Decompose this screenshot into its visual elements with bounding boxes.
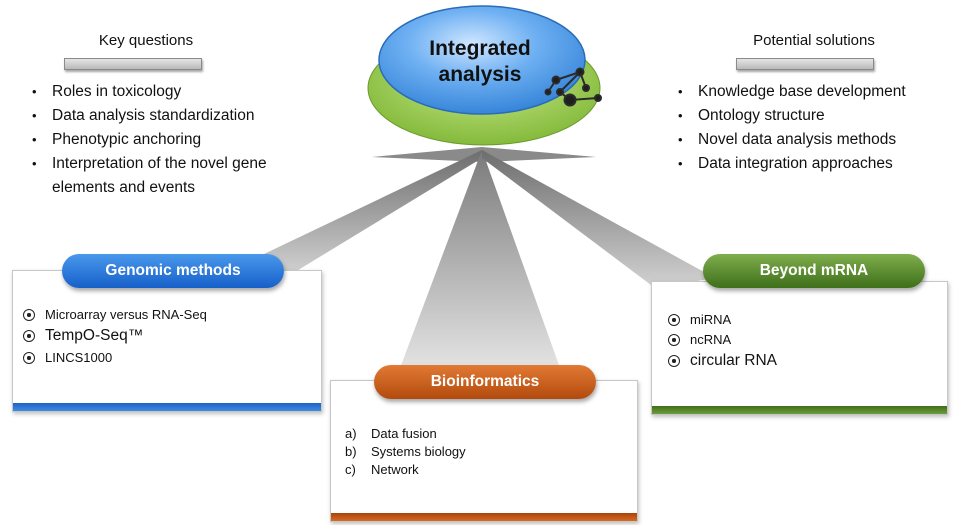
circled-dot-icon [23, 309, 35, 321]
key-questions-divider [64, 58, 202, 70]
beyond-mrna-title: Beyond mRNA [703, 254, 925, 288]
list-item-label: LINCS1000 [45, 350, 113, 365]
list-item: Data integration approaches [676, 152, 954, 176]
list-item: Phenotypic anchoring [30, 128, 320, 152]
list-item: Data analysis standardization [30, 104, 320, 128]
circled-dot-icon [23, 352, 35, 364]
molecule-network-icon [544, 67, 602, 107]
genomic-methods-title: Genomic methods [62, 254, 284, 288]
bioinformatics-list: a) Data fusion b) Systems biology c) Net… [345, 425, 466, 479]
list-item-label: Microarray versus RNA-Seq [45, 307, 207, 322]
center-title-line1: Integrated [429, 37, 531, 60]
genomic-methods-stripe [13, 403, 321, 411]
list-item: a) Data fusion [345, 425, 466, 443]
list-item: Novel data analysis methods [676, 128, 954, 152]
bioinformatics-stripe [331, 513, 637, 521]
list-item-label: ncRNA [690, 332, 732, 347]
list-item: TempO-Seq™ [23, 325, 207, 347]
key-questions-list: Roles in toxicology Data analysis standa… [30, 80, 320, 200]
list-item-label: Systems biology [371, 444, 466, 459]
list-item: LINCS1000 [23, 347, 207, 369]
list-item-label: circular RNA [690, 352, 777, 369]
list-item: ncRNA [668, 330, 777, 350]
list-item: Interpretation of the novel gene element… [30, 152, 292, 200]
list-item: Microarray versus RNA-Seq [23, 305, 207, 325]
circled-dot-icon [668, 314, 680, 326]
list-item: b) Systems biology [345, 443, 466, 461]
list-item: Ontology structure [676, 104, 954, 128]
list-item: miRNA [668, 310, 777, 330]
genomic-methods-box: Microarray versus RNA-Seq TempO-Seq™ LIN… [12, 270, 322, 412]
genomic-methods-list: Microarray versus RNA-Seq TempO-Seq™ LIN… [23, 305, 207, 369]
beyond-mrna-box: miRNA ncRNA circular RNA [651, 281, 948, 415]
list-item: c) Network [345, 461, 466, 479]
list-item-label: TempO-Seq™ [45, 327, 144, 344]
list-marker: c) [345, 462, 356, 477]
disc-blue-top [378, 5, 586, 115]
connector-beam-left [220, 150, 482, 275]
beyond-mrna-stripe [652, 406, 947, 414]
bioinformatics-title: Bioinformatics [374, 365, 596, 399]
center-title: Integrated analysis [400, 36, 560, 88]
potential-solutions-heading: Potential solutions [753, 32, 875, 49]
key-questions-heading: Key questions [98, 32, 194, 49]
list-item: circular RNA [668, 350, 777, 372]
list-item-label: miRNA [690, 312, 732, 327]
bioinformatics-box: a) Data fusion b) Systems biology c) Net… [330, 380, 638, 522]
potential-solutions-divider [736, 58, 874, 70]
list-item-label: Network [371, 462, 419, 477]
connector-beam-center [400, 150, 560, 368]
list-marker: b) [345, 444, 357, 459]
circled-dot-icon [668, 355, 680, 367]
list-marker: a) [345, 426, 357, 441]
list-item-label: Data fusion [371, 426, 437, 441]
list-item: Knowledge base development [676, 80, 954, 104]
circled-dot-icon [668, 334, 680, 346]
connector-beam-right [482, 150, 715, 288]
beyond-mrna-list: miRNA ncRNA circular RNA [668, 310, 777, 372]
list-item: Roles in toxicology [30, 80, 320, 104]
circled-dot-icon [23, 330, 35, 342]
center-title-line2: analysis [438, 63, 522, 86]
potential-solutions-list: Knowledge base development Ontology stru… [676, 80, 954, 176]
